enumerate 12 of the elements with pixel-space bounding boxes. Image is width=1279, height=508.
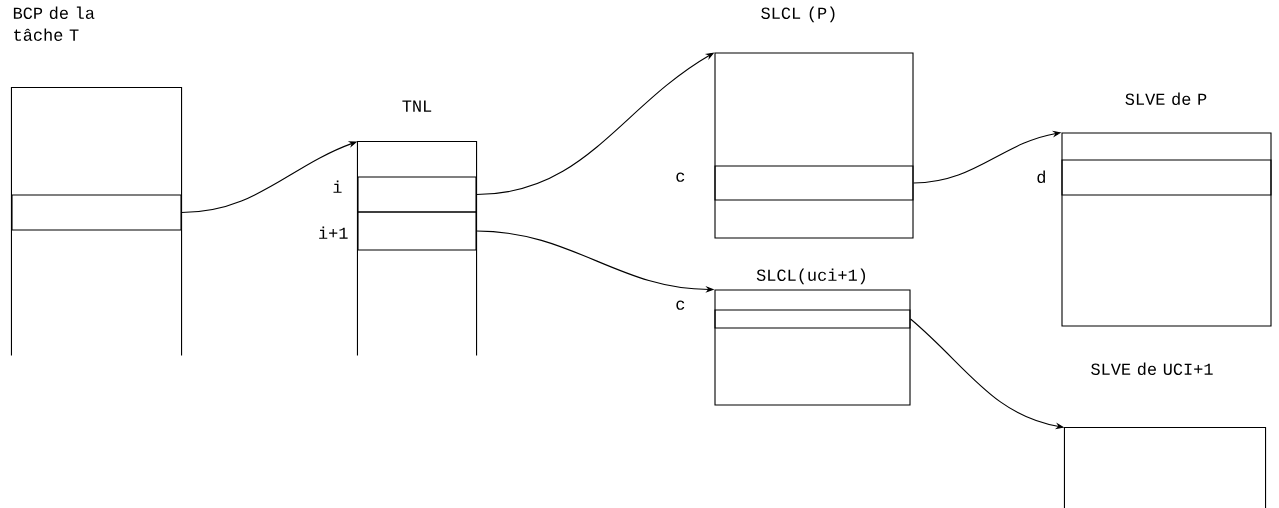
table-title: SLVE de UCI+1	[1091, 362, 1213, 376]
table-title: TNL	[402, 100, 432, 112]
table-title: SLCL(uci+1)	[756, 268, 866, 285]
row-label: c	[676, 172, 685, 182]
table-title: SLCL (P)	[761, 6, 835, 23]
table-row	[11, 194, 182, 231]
table-title: SLVE de P	[1125, 92, 1207, 106]
row-label: i+1	[319, 226, 348, 239]
row-label: i	[333, 180, 342, 193]
row-label: d	[1037, 170, 1045, 184]
row-label: c	[676, 300, 685, 310]
table-title: BCP de la tâche T	[13, 6, 95, 41]
